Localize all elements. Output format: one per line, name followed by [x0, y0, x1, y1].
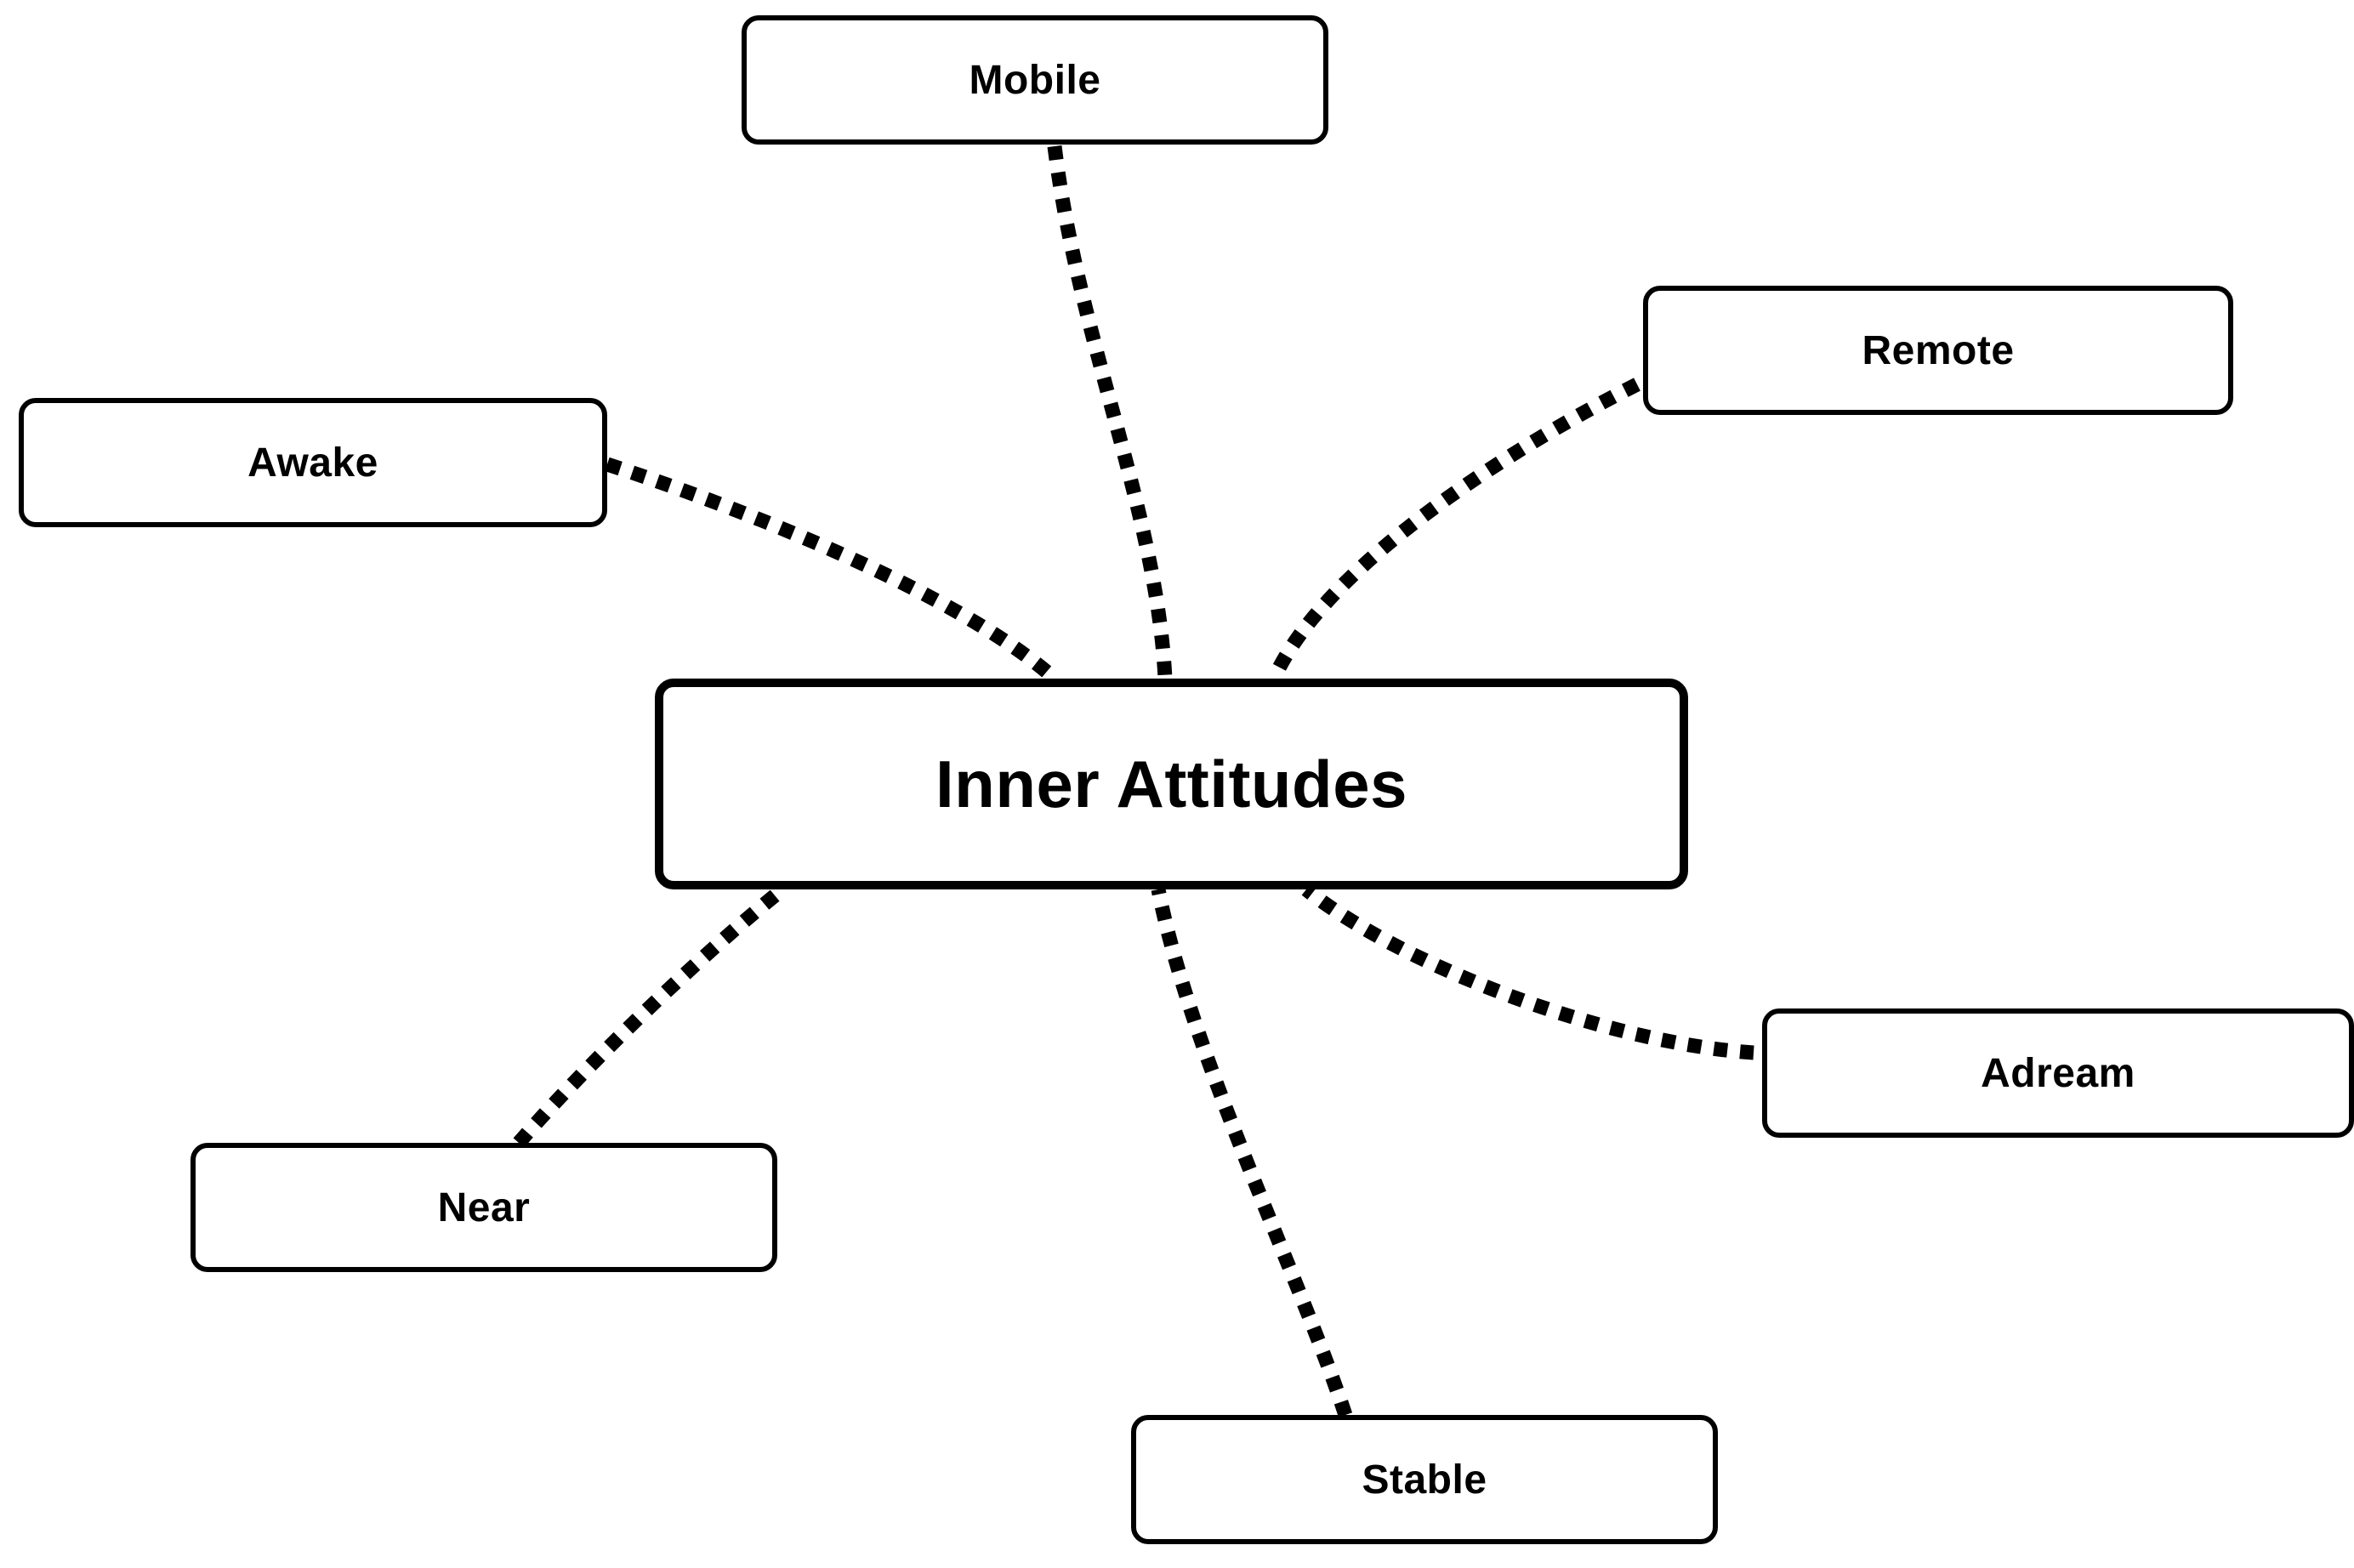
leaf-node-label-stable: Stable: [1362, 1457, 1487, 1503]
edge-awake: [605, 457, 1060, 685]
central-node-inner-attitudes[interactable]: Inner Attitudes: [655, 679, 1688, 889]
central-node-label-inner-attitudes: Inner Attitudes: [935, 746, 1407, 821]
leaf-node-label-adream: Adream: [1981, 1050, 2135, 1096]
leaf-node-label-remote: Remote: [1862, 327, 2015, 373]
leaf-node-remote[interactable]: Remote: [1643, 286, 2233, 415]
edge-stable: [1151, 888, 1353, 1417]
edge-remote: [1267, 378, 1640, 682]
leaf-node-label-awake: Awake: [247, 440, 378, 486]
edge-mobile: [1047, 145, 1173, 679]
leaf-node-label-near: Near: [437, 1185, 531, 1230]
leaf-node-mobile[interactable]: Mobile: [742, 15, 1328, 145]
leaf-node-awake[interactable]: Awake: [19, 398, 607, 527]
leaf-node-adream[interactable]: Adream: [1762, 1008, 2354, 1138]
leaf-node-stable[interactable]: Stable: [1131, 1415, 1718, 1544]
leaf-node-near[interactable]: Near: [190, 1143, 777, 1272]
leaf-node-label-mobile: Mobile: [969, 57, 1101, 103]
edge-adream: [1301, 883, 1754, 1060]
edge-near: [513, 883, 788, 1148]
